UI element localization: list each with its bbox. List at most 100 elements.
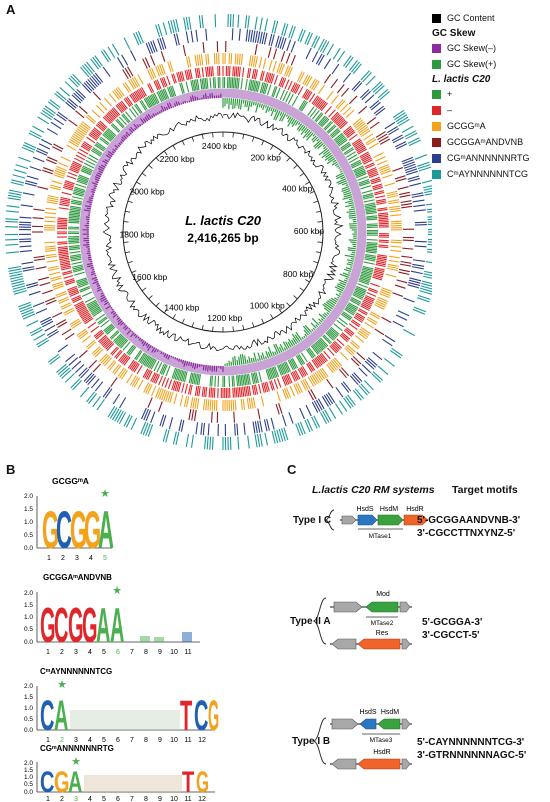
hsdr-label-ib: HsdR [373,749,391,756]
type-ic-diagram: HsdS HsdM HsdR MTase1 [324,506,429,540]
logo-2-pos: 6 [116,649,120,656]
logo-4-ytick: 0.0 [24,789,33,796]
logo-3-letter: C [40,693,54,740]
type-iia-diagram: Mod MTase2 Res [312,591,412,650]
logo-2-letter: G [40,597,56,652]
logo-4-title: CGᵐANNNNNNRTG [40,744,114,753]
motif3-track [19,28,427,436]
hsds-gene-arrow [357,514,378,526]
logo-4-pos: 10 [170,796,178,802]
logo-4-pos: 9 [158,796,162,802]
logo-3-pos: 8 [144,737,148,744]
legend-motif3: CGᵐANNNNNNRTG [432,150,550,166]
panel-b-label: B [6,462,16,477]
logo-1-pos: 4 [89,555,93,562]
motif4-swatch [432,169,441,179]
type-iia-motif-top: 5'-GCGGA-3' [422,617,483,628]
logo-2-minor-letter [182,632,192,642]
genome-tick-label: 2400 kbp [202,141,237,151]
logo-1-letter-4: G [84,501,101,560]
logo-2-ytick: 1.5 [24,602,33,609]
logo-1-letter-2: C [56,501,72,560]
logo-2-letter: A [96,597,110,652]
gc-skew-plus-swatch [432,59,441,69]
logo-2-pos: 5 [102,649,106,656]
logo-2: GCGGAᵐANDVNB 0.0 0.5 1.0 1.5 2.0 G C G G… [24,573,200,656]
logo-4-pos: 8 [144,796,148,802]
logo-3-pos: 4 [88,737,92,744]
type-ib-motif-bottom: 3'-GTRNNNNNNAGC-5' [417,750,527,761]
flank-gene-arrow [399,601,411,613]
legend-minus: – [432,102,550,118]
logo-3: CᵐAYNNNNNNTCG 0.0 0.5 1.0 1.5 2.0 C A T … [24,667,219,744]
logo-3-pos: 5 [102,737,106,744]
logo-4-pos: 6 [116,796,120,802]
flank-gene-arrow [331,638,357,650]
logo-2-pos: 10 [170,649,178,656]
legend-plus: + [432,86,550,102]
genome-tick-label: 200 kbp [251,152,282,162]
target-motifs-header: Target motifs [452,484,518,496]
type-ib-diagram: HsdS HsdM MTase3 HsdR [312,709,412,770]
logo-3-letter: T [180,693,192,740]
logo-4-pos: 4 [88,796,92,802]
logo-3-letter: A [54,693,68,740]
genome-tick-label: 1400 kbp [164,303,199,313]
minus-strand-swatch [432,105,441,115]
type-iia-motif-bottom: 3'-CGCCT-5' [422,630,480,641]
gc-skew-minus-swatch [432,43,441,53]
logo-4-letter: T [182,766,195,799]
logo-2-letter: G [82,597,98,652]
logo-3-pos: 1 [46,737,50,744]
genome-tick-label: 2200 kbp [160,154,195,164]
gc-content-track [102,112,344,352]
logo-3-ytick: 0.0 [24,727,33,734]
genome-tick-label: 2000 kbp [130,187,165,197]
genome-size: 2,416,265 bp [187,231,258,245]
logo-4-pos: 7 [130,796,134,802]
logo-2-pos: 1 [46,649,50,656]
hsdm-label-ib: HsdM [381,709,399,716]
motif2-track [32,41,414,423]
hsdr-gene-arrow-ib [357,758,401,770]
logo-4-pos: 1 [46,796,50,802]
logo-3-letter: C [194,693,208,740]
motif2-swatch [432,137,441,147]
type-ic-motif-bottom: 3'-CGCCTTNXYNZ-5' [417,528,516,539]
logo-4-pos: 2 [60,796,64,802]
logo-1-pos: 1 [47,555,51,562]
type-ic-label: Type I C [293,515,332,526]
logo-2-pos: 11 [184,649,191,656]
logo-3-pos: 9 [158,737,162,744]
flank-gene-arrow [401,638,411,650]
logo-2-pos: 9 [158,649,162,656]
hsds-label-ib: HsdS [359,709,376,716]
logo-4-ytick: 1.0 [24,774,33,781]
type-iia-motif: 5'-GCGGA-3' 3'-CGCCT-5' [422,616,482,642]
genome-tick-label: 1000 kbp [250,301,285,311]
logo-3-pos: 3 [74,737,78,744]
logo-1: GCGGᵐA 0.0 0.5 1.0 1.5 2.0 G C G G A 1 2… [24,476,114,562]
genome-tick-label: 1200 kbp [207,313,242,323]
legend-gc-skew-minus: GC Skew(–) [432,40,550,56]
logo-2-title: GCGGAᵐANDVNB [43,573,112,582]
hsdr-gene-arrow [403,514,429,526]
motif4-track [5,14,432,450]
logo-1-ytick-3: 1.5 [24,506,33,513]
mtase2-label: MTase2 [371,620,394,627]
logo-2-pos: 7 [130,649,134,656]
logo-4-pos: 11 [184,796,191,802]
logo-3-pos: 10 [170,737,178,744]
logo-4-ytick: 2.0 [24,760,33,767]
logo-4: CGᵐANNNNNNRTG 0.0 0.5 1.0 1.5 2.0 C G A … [24,744,215,802]
genome-tick-label: 1600 kbp [132,272,167,282]
logo-2-letter: G [68,597,84,652]
logo-2-ytick: 2.0 [24,590,33,597]
legend-gc-content: GC Content [432,10,550,26]
hsdm-gene-arrow [377,718,401,730]
logo-4-ytick: 0.5 [24,781,33,788]
logo-4-pos: 5 [102,796,106,802]
logo-3-pos: 6 [116,737,120,744]
logo-2-minor-letter [140,636,150,642]
